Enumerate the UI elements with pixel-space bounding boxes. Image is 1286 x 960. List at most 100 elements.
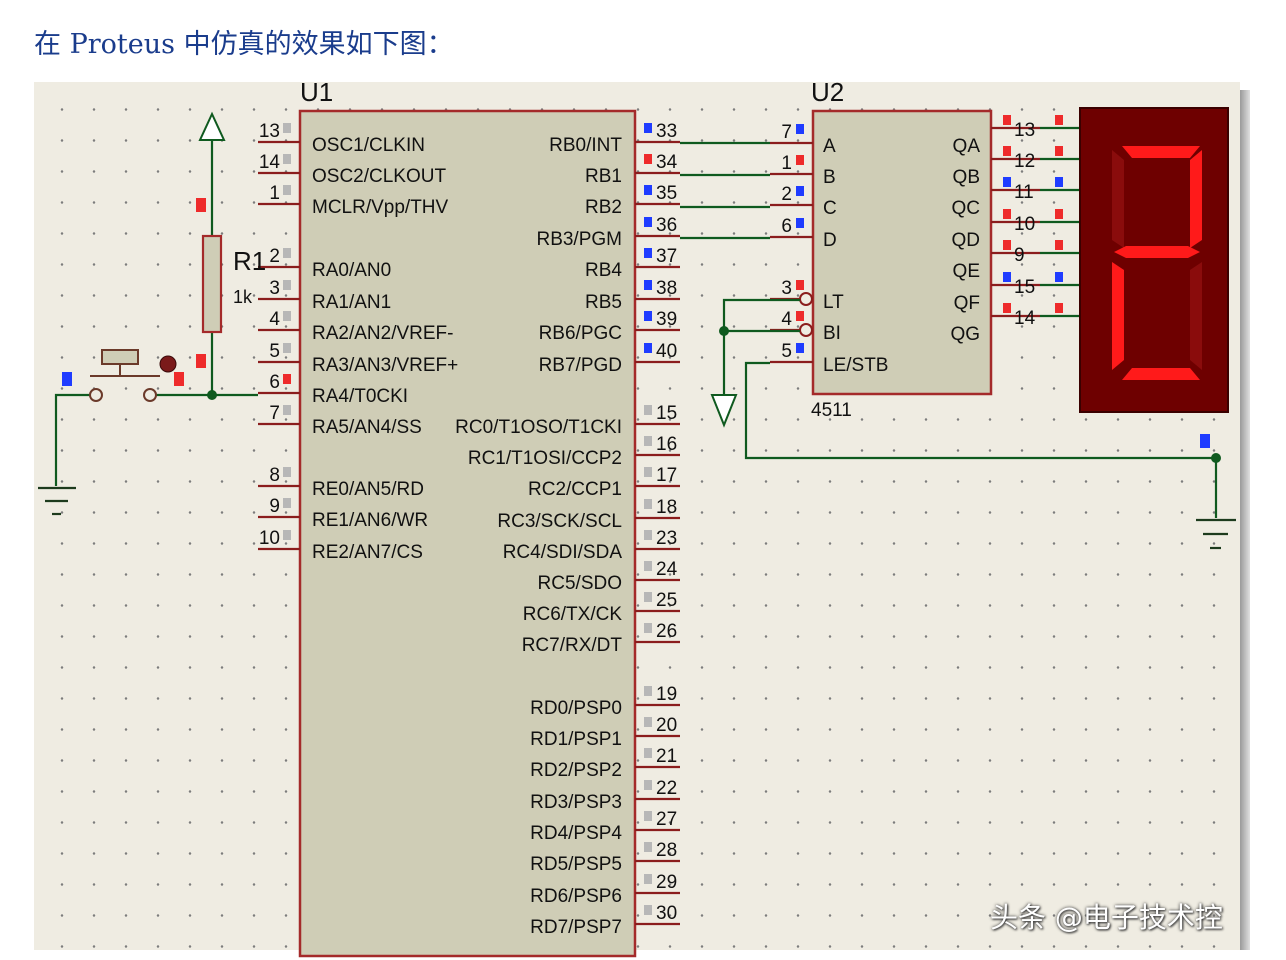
u1-pin-29-probe — [644, 874, 652, 884]
u1-body[interactable] — [298, 109, 637, 958]
u2-pin-9-number: 9 — [1014, 245, 1025, 266]
u1-pin-28-number: 28 — [656, 840, 677, 861]
u2-pin-3-probe — [796, 280, 804, 290]
u1-pin-14-probe — [283, 154, 291, 164]
u2-pin-13-number: 13 — [1014, 120, 1035, 141]
u2-ref: U2 — [811, 77, 844, 107]
u2-pin-1-label: B — [823, 167, 836, 188]
u1-pin-5-number: 5 — [269, 341, 280, 362]
u1-pin-22-probe — [644, 780, 652, 790]
u1-pin-8-probe — [283, 467, 291, 477]
u1-pin-1-label: MCLR/Vpp/THV — [312, 197, 449, 218]
u1-pin-38-label: RB5 — [585, 292, 622, 313]
probe-r1-top — [196, 198, 206, 212]
u1-pin-33-label: RB0/INT — [549, 135, 622, 156]
u1-pin-16-label: RC1/T1OSI/CCP2 — [468, 448, 622, 469]
u1-pin-4-label: RA2/AN2/VREF- — [312, 323, 453, 344]
u1-pin-38-number: 38 — [656, 278, 677, 299]
segment-d — [1122, 368, 1200, 380]
u1-pin-25-label: RC6/TX/CK — [523, 604, 623, 625]
u1-pin-24-probe — [644, 561, 652, 571]
u1-pin-26-probe — [644, 623, 652, 633]
u1-pin-21-number: 21 — [656, 746, 677, 767]
u1-pin-29-number: 29 — [656, 872, 677, 893]
seven-segment-display — [1079, 107, 1229, 413]
u1-pin-10-number: 10 — [259, 528, 280, 549]
u1-pin-23-label: RC4/SDI/SDA — [503, 542, 623, 563]
u1-pin-37-probe — [644, 248, 652, 258]
u1-pin-2-label: RA0/AN0 — [312, 260, 391, 281]
u2-pin-4-label: BI — [823, 323, 841, 344]
u2-pin-10-probe-out — [1055, 209, 1063, 219]
u1-pin-27-label: RD4/PSP4 — [530, 823, 622, 844]
u1-pin-24-label: RC5/SDO — [538, 573, 622, 594]
u2-pin-6-probe — [796, 218, 804, 228]
u1-pin-16-number: 16 — [656, 434, 677, 455]
reset-button[interactable] — [89, 349, 177, 402]
wire-lt-gnd — [722, 298, 800, 395]
segment-b — [1190, 150, 1202, 248]
junction-display-gnd — [1211, 453, 1221, 463]
u1-pin-23-probe — [644, 530, 652, 540]
u1-pin-21-probe — [644, 748, 652, 758]
u1-pin-36-label: RB3/PGM — [536, 229, 622, 250]
u2-pin-11-number: 11 — [1014, 182, 1034, 203]
u1-left-pins: 13OSC1/CLKIN14OSC2/CLKOUT1MCLR/Vpp/THV2R… — [258, 121, 458, 563]
u1-pin-22-number: 22 — [656, 778, 677, 799]
u2-pin-12-number: 12 — [1014, 151, 1035, 172]
u1-pin-8-number: 8 — [269, 465, 280, 486]
u2-pin-11-label: QC — [952, 198, 981, 219]
u2-pin-4-probe — [796, 311, 804, 321]
u2-pin-7-probe — [796, 124, 804, 134]
probe-switch-left — [62, 372, 72, 386]
segment-e — [1112, 262, 1124, 370]
u1-pin-20-number: 20 — [656, 715, 677, 736]
u1-pin-2-number: 2 — [269, 246, 280, 267]
u2-part: 4511 — [811, 400, 852, 421]
u2-pin-11-probe — [1003, 177, 1011, 187]
segment-c — [1190, 262, 1202, 370]
u1-pin-34-label: RB1 — [585, 166, 622, 187]
u1-pin-39-probe — [644, 311, 652, 321]
u2-pin-14-probe — [1003, 303, 1011, 313]
u2-pin-13-label: QA — [953, 136, 981, 157]
u1-pin-6-number: 6 — [269, 372, 280, 393]
u1-pin-39-number: 39 — [656, 309, 677, 330]
segment-f — [1112, 150, 1124, 248]
u1-pin-24-number: 24 — [656, 559, 678, 580]
u1-pin-34-number: 34 — [656, 152, 678, 173]
u2-pin-15-probe-out — [1055, 272, 1063, 282]
u1-pin-16-probe — [644, 436, 652, 446]
resistor-r1[interactable] — [201, 234, 223, 334]
u1-pin-22-label: RD3/PSP3 — [530, 792, 622, 813]
u2-pin-5-label: LE/STB — [823, 355, 888, 376]
u1-pin-29-label: RD6/PSP6 — [530, 886, 622, 907]
probe-display-common — [1200, 434, 1210, 448]
u2-pin-12-probe — [1003, 146, 1011, 156]
u1-pin-40-probe — [644, 343, 652, 353]
u1-pin-25-number: 25 — [656, 590, 677, 611]
u1-pin-39-label: RB6/PGC — [539, 323, 622, 344]
junction-reset — [207, 390, 217, 400]
page-caption: 在 Proteus 中仿真的效果如下图： — [34, 29, 454, 60]
u1-pin-13-probe — [283, 123, 291, 133]
probe-r1-bottom — [196, 354, 206, 368]
watermark: 头条 @电子技术控 — [990, 901, 1223, 934]
u2-pin-14-number: 14 — [1014, 308, 1036, 329]
u1-pin-17-label: RC2/CCP1 — [528, 479, 622, 500]
u1-pin-35-label: RB2 — [585, 197, 622, 218]
u1-ref: U1 — [300, 77, 333, 107]
u2-pin-2-label: C — [823, 198, 837, 219]
u1-pin-28-probe — [644, 842, 652, 852]
u2-pin-12-label: QB — [953, 167, 980, 188]
u1-pin-9-label: RE1/AN6/WR — [312, 510, 428, 531]
u2-body[interactable] — [811, 109, 993, 396]
schematic-canvas[interactable] — [34, 82, 1240, 950]
u2-pin-10-number: 10 — [1014, 214, 1035, 235]
u2-pin-9-probe-out — [1055, 240, 1063, 250]
u2-pin-13-probe — [1003, 115, 1011, 125]
u2-pin-3-label: LT — [823, 292, 844, 313]
u1-pin-6-probe — [283, 374, 291, 384]
u1-pin-4-probe — [283, 311, 291, 321]
